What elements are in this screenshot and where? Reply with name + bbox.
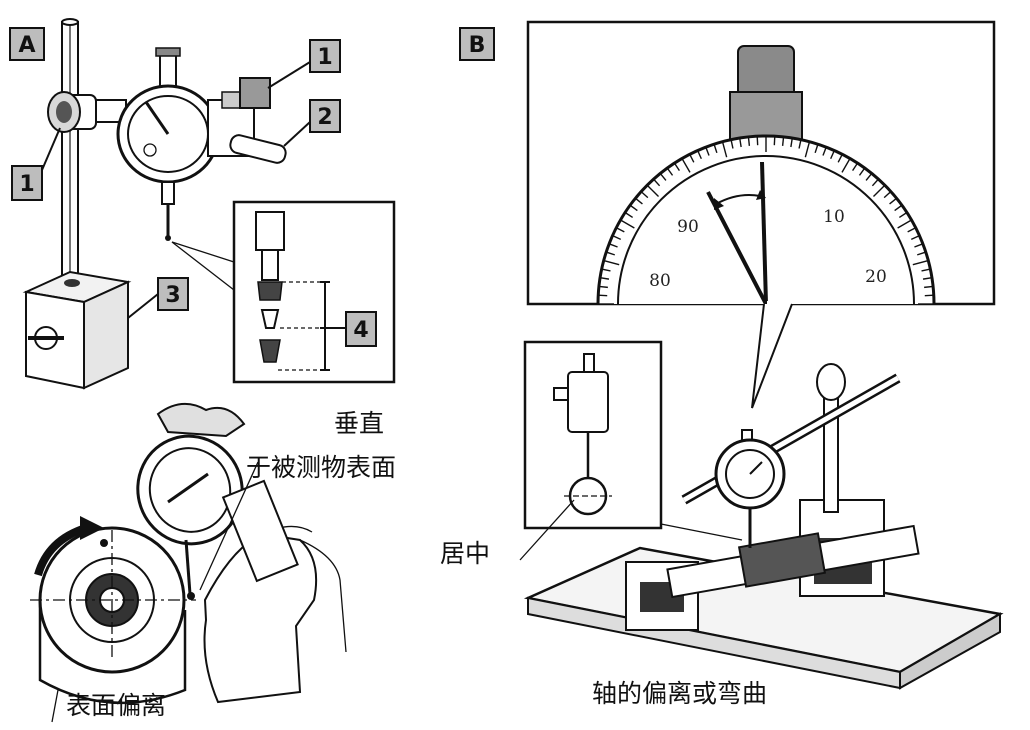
callout-4: 4 xyxy=(330,311,377,347)
dial-graduation xyxy=(837,153,843,163)
dial-graduation xyxy=(739,137,742,148)
dial-graduation xyxy=(922,277,933,280)
dial-graduation xyxy=(841,158,851,173)
dial-indicator-surface xyxy=(136,403,299,600)
svg-text:4: 4 xyxy=(353,318,368,343)
dial-graduation xyxy=(865,172,873,181)
dial-graduation xyxy=(924,285,934,289)
dial-graduation xyxy=(705,146,710,156)
dial-graduation xyxy=(883,191,892,199)
dial-graduation xyxy=(822,146,827,156)
dial-graduation xyxy=(601,268,611,272)
dial-needle-deflected xyxy=(706,191,768,305)
dial-graduation xyxy=(697,150,702,160)
shaft-bench xyxy=(523,363,1004,690)
dial-graduation xyxy=(653,178,661,187)
dial-graduation xyxy=(907,227,917,233)
callout-1-top: 1 xyxy=(267,39,341,89)
dial-graduation xyxy=(898,211,908,218)
dial-graduation xyxy=(858,167,866,176)
centering-inset xyxy=(523,340,743,541)
magnetic-base xyxy=(22,270,132,390)
dial-graduation xyxy=(608,243,618,248)
callout-3: 3 xyxy=(127,277,189,319)
dial-graduation xyxy=(730,139,734,149)
dial-graduation xyxy=(640,191,649,199)
dial-graduation xyxy=(830,150,835,160)
dial-graduation xyxy=(620,219,635,229)
dial-graduation xyxy=(646,184,660,198)
dial-graduation xyxy=(747,136,751,146)
panel-b: B 90 10 80 20 xyxy=(459,20,1004,690)
dial-graduation xyxy=(798,139,802,149)
panel-a-tag: A xyxy=(18,33,35,58)
surface-runout-label: 表面偏离 xyxy=(66,691,166,720)
dial-graduation xyxy=(872,184,886,198)
dial-graduation xyxy=(894,204,903,212)
dial-graduation xyxy=(852,162,859,172)
dial-graduation xyxy=(615,227,625,233)
dial-graduation xyxy=(721,141,728,158)
centered-leader xyxy=(519,499,575,561)
surface-runout-illustration xyxy=(30,403,347,723)
dial-graduation xyxy=(599,277,610,280)
dial-needle-zero xyxy=(760,161,768,305)
dial-graduation xyxy=(634,197,643,205)
callout-1-left: 1 xyxy=(11,127,61,201)
centered-label: 居中 xyxy=(440,539,490,568)
dial-graduation xyxy=(781,136,785,146)
dial-graduation xyxy=(910,235,920,240)
dial-graduation xyxy=(917,251,926,256)
dial-tick-20: 20 xyxy=(865,267,887,287)
dial-graduation xyxy=(629,204,638,212)
dial-scale-ticks xyxy=(598,136,934,305)
dial-graduation xyxy=(689,153,695,163)
dial-graduation xyxy=(804,141,811,158)
dial-graduation xyxy=(681,158,691,173)
dial-graduation xyxy=(889,197,898,205)
dial-graduation xyxy=(666,167,674,176)
dial-tick-10: 10 xyxy=(823,207,845,227)
svg-text:3: 3 xyxy=(165,283,180,308)
svg-text:1: 1 xyxy=(317,45,332,70)
panel-b-tag-box xyxy=(459,27,495,61)
dial-graduation xyxy=(659,172,667,181)
svg-text:2: 2 xyxy=(317,105,332,130)
stand-rod xyxy=(61,18,79,291)
perpendicular-label-line2: 于被测物表面 xyxy=(246,453,396,482)
perpendicular-label-line1: 垂直 xyxy=(334,409,384,438)
panel-a-tag-box xyxy=(9,27,45,61)
shaft-runout-label: 轴的偏离或弯曲 xyxy=(592,679,767,708)
dial-tick-80: 80 xyxy=(649,271,671,291)
rod-clamp xyxy=(47,91,127,133)
svg-text:1: 1 xyxy=(19,172,34,197)
dial-graduation xyxy=(897,219,912,229)
panel-b-tag: B xyxy=(469,33,486,58)
dial-indicator-a xyxy=(116,47,287,241)
dial-graduation xyxy=(713,144,718,153)
contact-point-inset xyxy=(171,200,396,384)
dial-graduation xyxy=(921,268,931,272)
callout-2: 2 xyxy=(283,99,341,147)
dial-graduation xyxy=(914,243,924,248)
dial-graduation xyxy=(790,137,793,148)
dial-tick-90: 90 xyxy=(677,217,699,237)
dial-graduation xyxy=(673,162,680,172)
dial-graduation xyxy=(624,211,634,218)
panel-a: A xyxy=(9,18,396,390)
dial-graduation xyxy=(814,144,819,153)
dial-face-zoom: 90 10 80 20 xyxy=(526,20,996,306)
dial-graduation xyxy=(598,285,608,289)
dial-graduation xyxy=(612,235,622,240)
dial-graduation xyxy=(871,178,879,187)
dial-graduation xyxy=(606,251,615,256)
dial-graduation xyxy=(912,259,929,266)
dial-graduation xyxy=(603,259,620,266)
